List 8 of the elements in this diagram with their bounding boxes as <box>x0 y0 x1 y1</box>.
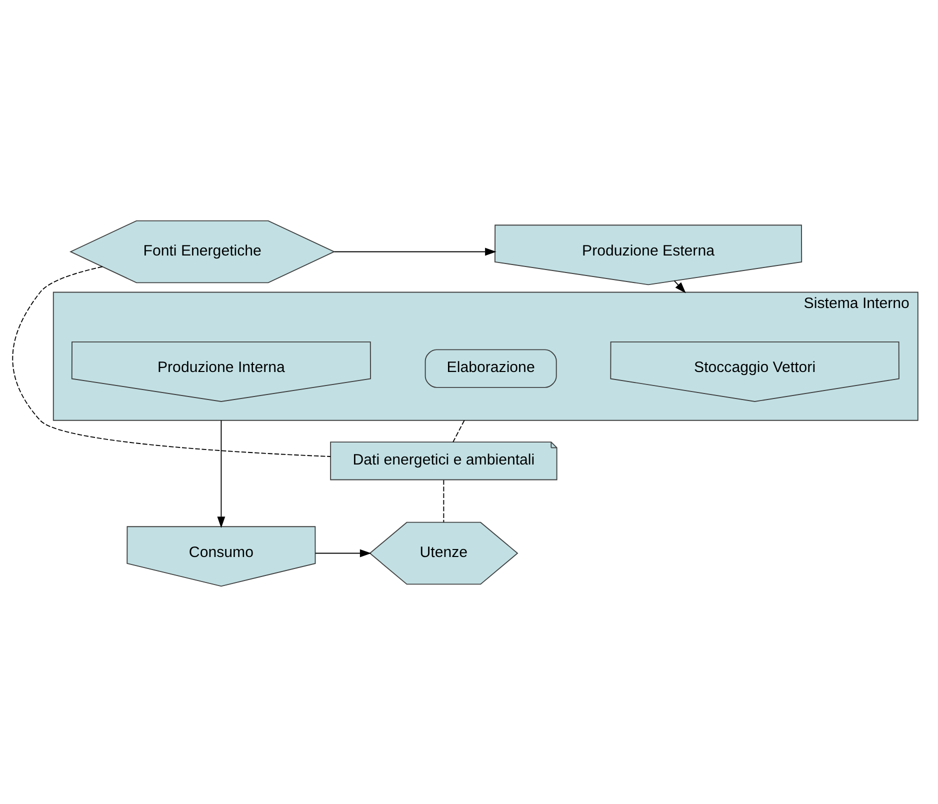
arrow <box>315 548 372 557</box>
connector <box>443 479 444 522</box>
arrow <box>334 247 496 256</box>
connector <box>12 266 331 456</box>
arrow <box>674 280 686 293</box>
node-box: Elaborazione <box>424 348 557 388</box>
connector <box>452 419 465 442</box>
arrow <box>217 419 226 528</box>
